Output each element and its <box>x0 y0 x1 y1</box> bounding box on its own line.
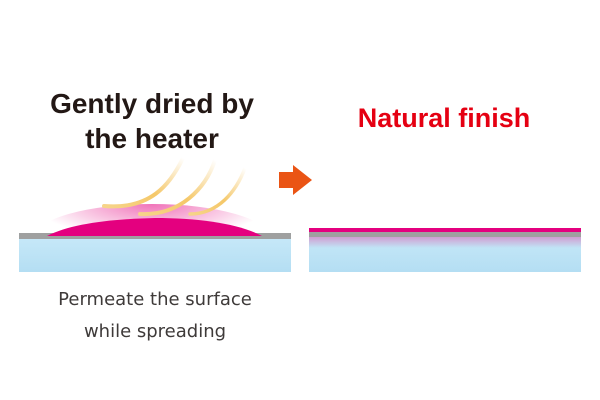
coating-film <box>309 228 581 232</box>
warm-air-icon <box>102 156 247 217</box>
caption-line-2: while spreading <box>83 321 227 342</box>
natural-finish-heading: Natural finish <box>357 103 531 133</box>
heater-heading: Gently dried by the heater <box>0 86 304 156</box>
surface-layer-right <box>309 232 581 237</box>
right-arrow-icon <box>279 165 312 195</box>
caption-line-1: Permeate the surface <box>58 289 252 310</box>
permeate-caption: Permeate the surface while spreading <box>0 284 310 348</box>
tint-right <box>309 236 581 248</box>
heater-heading-line-2: the heater <box>85 123 219 154</box>
heater-heading-line-1: Gently dried by <box>50 88 254 119</box>
coating-drop <box>47 218 262 236</box>
